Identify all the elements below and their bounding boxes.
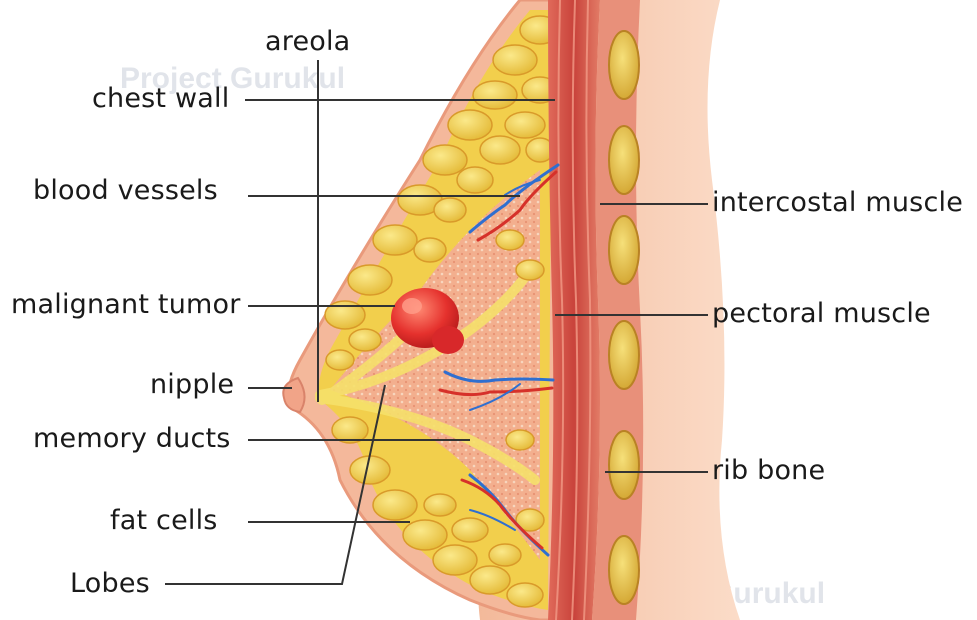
fat-lobule — [349, 329, 381, 351]
fat-lobule — [348, 265, 392, 295]
fat-lobule — [448, 110, 492, 140]
label-lobes: Lobes — [70, 569, 150, 599]
fat-lobule — [452, 518, 488, 542]
fat-lobule — [350, 456, 390, 484]
label-memory-ducts: memory ducts — [33, 424, 231, 454]
fat-lobule — [473, 81, 517, 109]
label-areola: areola — [265, 27, 350, 57]
fat-lobule — [505, 112, 545, 138]
rib-bone — [609, 216, 639, 284]
label-chest-wall: chest wall — [92, 84, 229, 114]
fat-lobule — [506, 430, 534, 450]
pectoral-muscle-band — [548, 0, 600, 620]
fat-lobule — [424, 494, 456, 516]
fat-lobule — [403, 520, 447, 550]
fat-lobule — [493, 45, 537, 75]
fat-lobule — [507, 583, 543, 607]
label-fat-cells: fat cells — [110, 506, 218, 536]
fat-lobule — [480, 136, 520, 164]
fat-lobule — [423, 145, 467, 175]
label-malignant-tumor: malignant tumor — [11, 290, 241, 320]
label-nipple: nipple — [150, 370, 234, 400]
fat-lobule — [414, 238, 446, 262]
fat-lobule — [373, 490, 417, 520]
rib-bone — [609, 321, 639, 389]
rib-bone — [609, 31, 639, 99]
fat-lobule — [433, 545, 477, 575]
rib-bone — [609, 536, 639, 604]
fat-lobule — [496, 230, 524, 250]
label-intercostal-muscle: intercostal muscle — [712, 188, 963, 218]
rib-bone — [609, 126, 639, 194]
fat-lobule — [326, 350, 354, 370]
fat-lobule — [434, 198, 466, 222]
label-blood-vessels: blood vessels — [33, 176, 218, 206]
label-pectoral-muscle: pectoral muscle — [712, 299, 931, 329]
fat-lobule — [489, 544, 521, 566]
label-rib-bone: rib bone — [712, 456, 825, 486]
rib-bone — [609, 431, 639, 499]
fat-lobule — [373, 225, 417, 255]
fat-lobule — [516, 260, 544, 280]
fat-lobule — [457, 167, 493, 193]
fat-lobule — [470, 566, 510, 594]
nipple-shape — [283, 378, 304, 412]
